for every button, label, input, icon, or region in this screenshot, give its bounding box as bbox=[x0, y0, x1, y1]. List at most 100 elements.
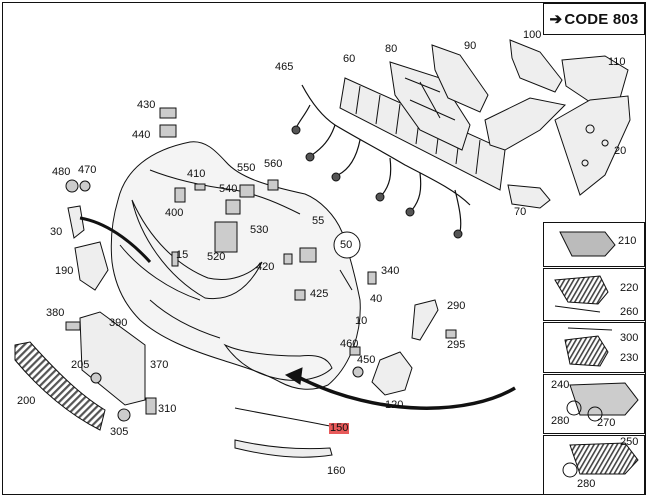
code-badge: ➔ CODE 803 bbox=[543, 3, 645, 35]
bracket-70 bbox=[507, 184, 551, 209]
callout-205: 205 bbox=[71, 359, 90, 371]
callout-430: 430 bbox=[137, 99, 156, 111]
sensor-connector bbox=[305, 152, 315, 162]
side-bracket-20-holes bbox=[581, 124, 609, 167]
callout-450: 450 bbox=[357, 354, 376, 366]
side-panel-210 bbox=[543, 222, 645, 267]
callout-540: 540 bbox=[219, 183, 238, 195]
callout-550: 550 bbox=[237, 162, 256, 174]
callout-40: 40 bbox=[370, 293, 383, 305]
fog-light-grille-300 bbox=[567, 327, 613, 331]
fog-light-grille-220 bbox=[554, 275, 609, 305]
callout-230: 230 bbox=[620, 352, 639, 364]
callout-340: 340 bbox=[381, 265, 400, 277]
callout-480: 480 bbox=[52, 166, 71, 178]
callout-290: 290 bbox=[447, 300, 466, 312]
sensor-connector bbox=[291, 125, 301, 135]
trim-strip-260 bbox=[554, 305, 601, 313]
fasteners bbox=[65, 107, 457, 422]
sensor-connector bbox=[331, 172, 341, 182]
pointer-arrow-left bbox=[79, 216, 152, 264]
fog-light-bezel-250 bbox=[569, 442, 639, 475]
callout-425: 425 bbox=[310, 288, 329, 300]
callout-80: 80 bbox=[385, 43, 398, 55]
fog-lamp-ring-270 bbox=[587, 406, 603, 422]
wiring-harness bbox=[295, 84, 471, 233]
callout-270: 270 bbox=[597, 417, 616, 429]
bumper-cover bbox=[110, 141, 361, 390]
bracket-80-detail bbox=[404, 77, 456, 121]
callout-295: 295 bbox=[447, 339, 466, 351]
arrow-right-icon: ➔ bbox=[549, 11, 563, 28]
callout-380: 380 bbox=[46, 307, 65, 319]
bracket-100 bbox=[509, 39, 563, 93]
callout-15: 15 bbox=[176, 249, 189, 261]
callout-50: 50 bbox=[340, 239, 353, 251]
callout-280-upper: 280 bbox=[551, 415, 570, 427]
callout-280-lower: 280 bbox=[577, 478, 596, 490]
callout-70: 70 bbox=[514, 206, 527, 218]
callout-55: 55 bbox=[312, 215, 325, 227]
callout-440: 440 bbox=[132, 129, 151, 141]
callout-400: 400 bbox=[165, 207, 184, 219]
sensor-connector bbox=[405, 207, 415, 217]
callout-10: 10 bbox=[355, 315, 368, 327]
bracket-30 bbox=[67, 205, 85, 239]
wheel-arch-liner-190 bbox=[74, 241, 109, 291]
bumper-centre-line bbox=[119, 169, 301, 301]
pointer-arrow-bottom bbox=[299, 376, 516, 410]
bumper-lower-intake bbox=[223, 343, 333, 381]
pointer-arrow-bottom-head bbox=[284, 367, 303, 385]
trim-strip-150 bbox=[234, 407, 331, 427]
callout-20: 20 bbox=[614, 145, 627, 157]
callout-60: 60 bbox=[343, 53, 356, 65]
side-bracket-20 bbox=[554, 95, 631, 196]
license-plate-holder bbox=[79, 311, 146, 406]
side-trim-290 bbox=[411, 299, 439, 341]
callout-90: 90 bbox=[464, 40, 477, 52]
callout-390: 390 bbox=[109, 317, 128, 329]
callout-305: 305 bbox=[110, 426, 129, 438]
bumper-side-inlet bbox=[149, 299, 221, 339]
diagram-frame bbox=[2, 2, 646, 495]
callout-210: 210 bbox=[618, 235, 637, 247]
callout-240: 240 bbox=[551, 379, 570, 391]
bracket-120 bbox=[371, 351, 413, 396]
callout-470: 470 bbox=[78, 164, 97, 176]
fog-light-bezel-210 bbox=[559, 231, 616, 257]
callout-460: 460 bbox=[340, 338, 359, 350]
carrier-arm bbox=[484, 97, 567, 151]
callout-560: 560 bbox=[264, 158, 283, 170]
callout-310: 310 bbox=[158, 403, 177, 415]
callout-300: 300 bbox=[620, 332, 639, 344]
fog-lamp-ring-280a bbox=[566, 400, 582, 416]
callout-120: 120 bbox=[385, 399, 404, 411]
callout-410: 410 bbox=[187, 168, 206, 180]
callout-160: 160 bbox=[327, 465, 346, 477]
callout-100: 100 bbox=[523, 29, 542, 41]
sensor-connector bbox=[375, 192, 385, 202]
callout-200: 200 bbox=[17, 395, 36, 407]
lower-grille-200 bbox=[14, 341, 106, 431]
callout-150-highlighted: 150 bbox=[329, 422, 350, 434]
bracket-90 bbox=[431, 44, 489, 113]
callout-420: 420 bbox=[256, 261, 275, 273]
callout-110: 110 bbox=[608, 56, 626, 68]
callout-465: 465 bbox=[275, 61, 294, 73]
callout-190: 190 bbox=[55, 265, 74, 277]
fog-light-grille-230 bbox=[564, 335, 609, 367]
callout-30: 30 bbox=[50, 226, 63, 238]
trim-strip-160 bbox=[234, 439, 333, 458]
callout-260: 260 bbox=[620, 306, 639, 318]
callout-220: 220 bbox=[620, 282, 639, 294]
fog-light-bezel-240 bbox=[569, 382, 639, 416]
callout-530: 530 bbox=[250, 224, 269, 236]
code-label: CODE 803 bbox=[564, 10, 639, 28]
callout-370: 370 bbox=[150, 359, 169, 371]
fog-lamp-ring-280b bbox=[562, 462, 578, 478]
callout-520: 520 bbox=[207, 251, 226, 263]
sensor-connector bbox=[453, 229, 463, 239]
callout-250: 250 bbox=[620, 436, 639, 448]
